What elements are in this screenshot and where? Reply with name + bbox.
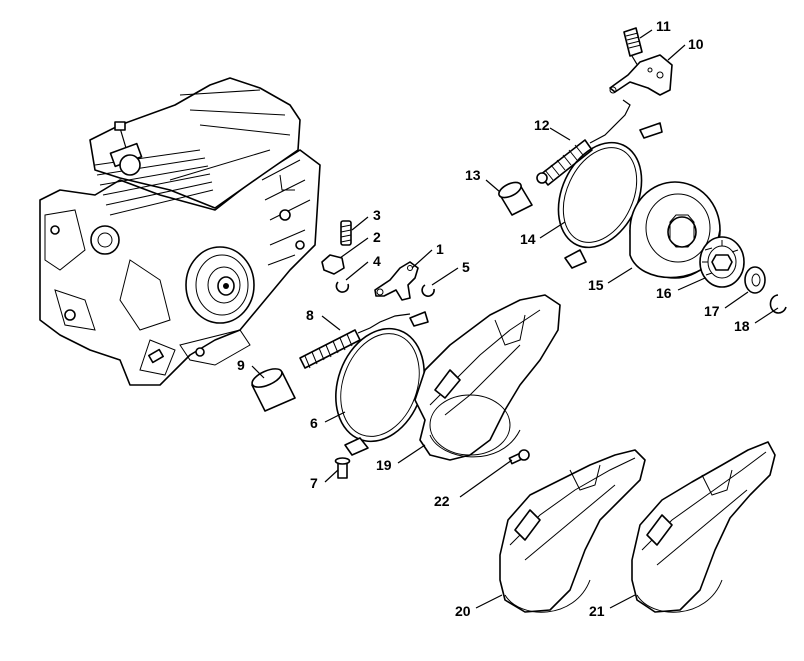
callout-labels: 3 2 4 1 5 8 9 6 7 19 22 11 10 12 13 14 1… [237, 18, 750, 619]
callout-15: 15 [588, 277, 604, 293]
part-1-brake-lever [374, 261, 419, 301]
callout-16: 16 [656, 285, 672, 301]
callout-17: 17 [704, 303, 720, 319]
part-5-clip [421, 284, 435, 297]
part-18-clip [769, 294, 787, 314]
intake-port [90, 225, 120, 255]
part-2-lever [321, 254, 345, 275]
part-12-spring [536, 99, 631, 186]
callout-1: 1 [436, 241, 444, 257]
callout-2: 2 [373, 229, 381, 245]
callout-5: 5 [462, 259, 470, 275]
engine-clutch [185, 246, 255, 324]
callout-6: 6 [310, 415, 318, 431]
part-17-washer [744, 266, 766, 294]
callout-21: 21 [589, 603, 605, 619]
part-3-spring [340, 220, 352, 246]
part-15-clutch-drum [629, 181, 721, 279]
part-4-clip [335, 281, 350, 293]
part-21-cover [631, 441, 776, 613]
leader-lines [251, 29, 779, 609]
part-11-spring [623, 27, 643, 67]
part-22-screw [508, 449, 530, 465]
callout-10: 10 [688, 36, 704, 52]
callout-12: 12 [534, 117, 550, 133]
callout-22: 22 [434, 493, 450, 509]
callout-8: 8 [306, 307, 314, 323]
callout-19: 19 [376, 457, 392, 473]
callout-9: 9 [237, 357, 245, 373]
part-13-sleeve [498, 181, 533, 216]
part-10-lever [609, 54, 673, 96]
callout-4: 4 [373, 253, 381, 269]
callout-14: 14 [520, 231, 536, 247]
part-7-screw [334, 457, 351, 479]
callout-7: 7 [310, 475, 318, 491]
callout-11: 11 [656, 18, 671, 34]
engine-assembly [39, 77, 321, 386]
part-9-sleeve [251, 368, 296, 412]
callout-20: 20 [455, 603, 471, 619]
part-16-sprocket [699, 236, 745, 288]
callout-13: 13 [465, 167, 481, 183]
part-8-spring [299, 313, 411, 369]
callout-3: 3 [373, 207, 381, 223]
part-19-cover [414, 294, 561, 461]
callout-18: 18 [734, 318, 750, 334]
cylinder-fins [94, 149, 214, 216]
part-20-cover [499, 449, 646, 613]
spark-plug [109, 121, 143, 176]
